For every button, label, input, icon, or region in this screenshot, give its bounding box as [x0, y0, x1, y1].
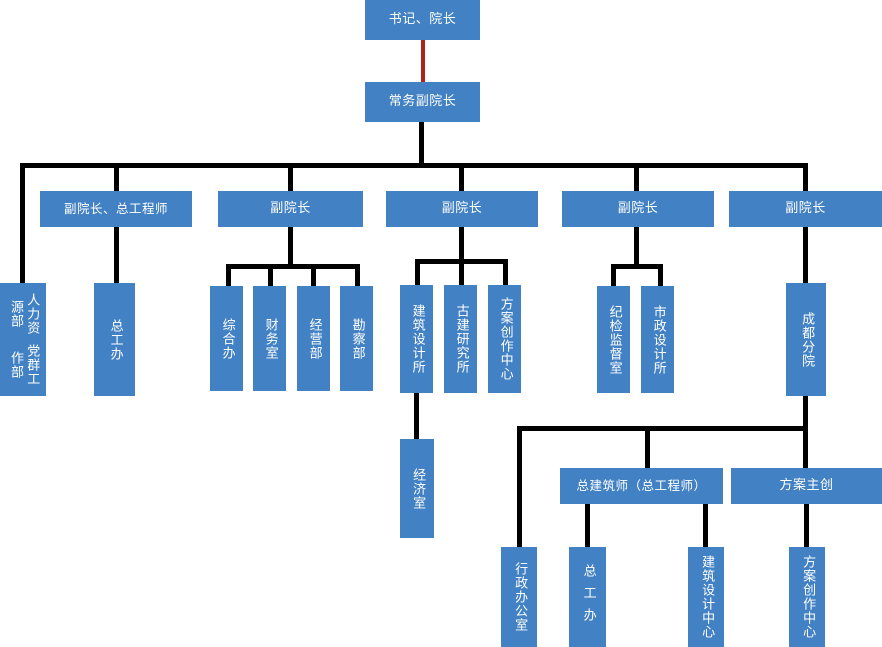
- node-vp-5[interactable]: 副院长: [729, 191, 882, 227]
- connector-vp-bus: [20, 163, 807, 168]
- node-scheme-creation-center[interactable]: 方案创作中心: [488, 285, 521, 393]
- connector-vp3-to-scheme-creation-center: [503, 259, 508, 285]
- node-label: 方案创作中心: [800, 555, 816, 639]
- node-label: 建筑设计所: [409, 304, 425, 374]
- connector-bus-to-vp-2: [288, 163, 293, 193]
- node-admin-office[interactable]: 行政办公室: [501, 547, 537, 647]
- connector-bus-to-hr-dept: [20, 163, 25, 285]
- node-executive-vice-president[interactable]: 常务副院长: [365, 82, 480, 122]
- node-label: 副院长: [441, 200, 483, 216]
- node-label: 古建研究所: [453, 304, 469, 374]
- connector-vp1-to-chief-engineer-office: [114, 227, 119, 285]
- node-vp-4[interactable]: 副院长: [562, 191, 714, 227]
- node-label: 经济室: [410, 467, 426, 510]
- node-ancient-architecture-institute[interactable]: 古建研究所: [444, 285, 477, 393]
- node-municipal-design-institute[interactable]: 市政设计所: [641, 286, 674, 393]
- connector-bus-to-vp-1: [114, 163, 119, 193]
- node-label: 副院长: [617, 200, 659, 216]
- node-label: 副院长: [270, 200, 311, 216]
- connector-chengdu-to-chief-architect: [645, 426, 650, 468]
- connector-vp5-to-chengdu-branch: [803, 227, 808, 285]
- connector-vp2-to-survey-dept: [355, 264, 360, 286]
- connector-vp4-to-discipline-inspection-office: [611, 264, 616, 286]
- node-cd-chief-engineer-office[interactable]: 总工办: [569, 547, 606, 647]
- node-label: 行政办公室: [512, 562, 528, 632]
- node-label: 书记、院长: [388, 11, 457, 27]
- connector-vp2-to-operations-dept: [311, 264, 316, 286]
- node-cd-architectural-design-center[interactable]: 建筑设计中心: [688, 547, 724, 647]
- node-vp-2[interactable]: 副院长: [218, 191, 363, 227]
- node-label: 综合办: [219, 317, 235, 360]
- node-label: 成都分院: [799, 311, 815, 368]
- connector-president-to-executive-vp: [421, 40, 425, 82]
- connector-scheme-lead-to-cd-scheme-creation-center: [804, 504, 809, 549]
- node-label: 总工办: [580, 564, 596, 630]
- connector-chengdu-branch-drop: [803, 396, 808, 430]
- node-cd-scheme-creation-center[interactable]: 方案创作中心: [789, 547, 825, 647]
- node-label-party-affairs: 党群工作部: [8, 343, 40, 386]
- node-label: 总工办: [107, 318, 123, 361]
- connector-executive-vp-drop: [419, 122, 424, 166]
- node-survey-dept[interactable]: 勘察部: [340, 286, 373, 391]
- node-label: 常务副院长: [388, 93, 457, 109]
- connector-architectural-design-institute-to-economics-office: [414, 393, 419, 441]
- connector-vp2-bus: [226, 264, 360, 269]
- node-vp-3[interactable]: 副院长: [386, 191, 538, 227]
- connector-vp3-to-ancient-architecture-institute: [459, 259, 464, 285]
- node-label: 方案创作中心: [497, 297, 513, 381]
- node-hr-and-party-affairs-dept[interactable]: 人力资源部 党群工作部: [0, 283, 46, 396]
- connector-vp2-drop: [288, 227, 293, 267]
- node-label: 副院长、总工程师: [63, 201, 168, 217]
- connector-chengdu-to-scheme-lead: [803, 426, 808, 468]
- connector-vp2-to-finance-office: [268, 264, 273, 286]
- node-chengdu-branch[interactable]: 成都分院: [786, 283, 826, 396]
- node-discipline-inspection-office[interactable]: 纪检监督室: [597, 286, 630, 393]
- connector-vp4-drop: [634, 227, 639, 267]
- connector-vp3-to-architectural-design-institute: [415, 259, 420, 285]
- node-scheme-lead[interactable]: 方案主创: [731, 468, 882, 504]
- node-label: 勘察部: [349, 317, 365, 360]
- node-label: 市政设计所: [650, 304, 666, 375]
- connector-chief-architect-to-cd-chief-engineer-office: [585, 504, 590, 549]
- node-label-hr: 人力资源部: [8, 293, 40, 336]
- node-finance-office[interactable]: 财务室: [253, 286, 286, 391]
- node-label: 纪检监督室: [606, 304, 622, 375]
- connector-bus-to-vp-3: [459, 163, 464, 193]
- node-chief-architect[interactable]: 总建筑师（总工程师）: [560, 468, 723, 504]
- node-vp-chief-engineer[interactable]: 副院长、总工程师: [40, 191, 192, 227]
- node-label: 副院长: [785, 200, 826, 216]
- node-architectural-design-institute[interactable]: 建筑设计所: [400, 285, 433, 393]
- node-economics-office[interactable]: 经济室: [400, 439, 434, 538]
- node-label: 经营部: [306, 317, 322, 360]
- node-label: 方案主创: [779, 477, 834, 493]
- connector-bus-to-vp-4: [634, 163, 639, 193]
- node-general-office[interactable]: 综合办: [210, 286, 243, 391]
- connector-vp4-bus: [611, 264, 663, 269]
- connector-vp4-to-municipal-design-institute: [658, 264, 663, 286]
- connector-chengdu-bus: [517, 426, 808, 431]
- connector-chengdu-to-admin-office: [517, 426, 522, 549]
- connector-bus-to-vp-5: [803, 163, 808, 193]
- node-operations-dept[interactable]: 经营部: [297, 286, 330, 391]
- node-label: 建筑设计中心: [699, 555, 715, 639]
- connector-chief-architect-to-cd-architectural-design-center: [703, 504, 708, 549]
- node-chief-engineer-office[interactable]: 总工办: [94, 283, 135, 396]
- node-secretary-president[interactable]: 书记、院长: [365, 0, 480, 40]
- connector-vp3-drop: [459, 227, 464, 263]
- node-label: 财务室: [262, 317, 278, 360]
- node-label: 总建筑师（总工程师）: [576, 478, 707, 494]
- connector-vp2-to-general-office: [226, 264, 231, 286]
